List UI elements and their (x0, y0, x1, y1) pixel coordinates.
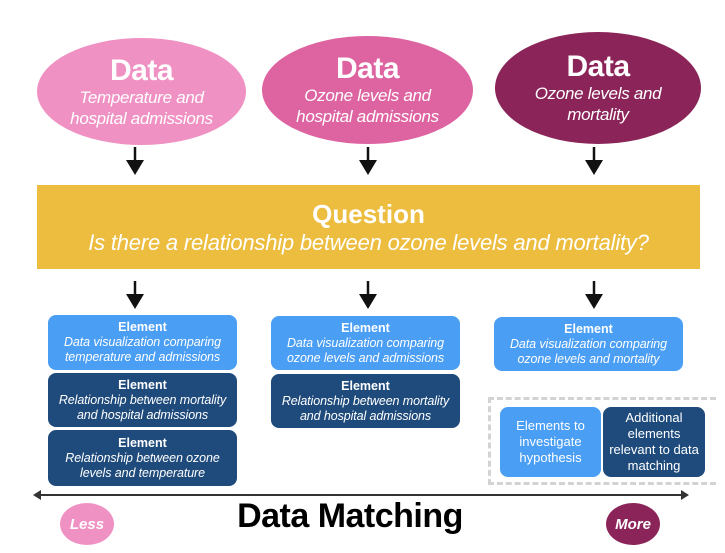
legend-additional: Additional elements relevant to data mat… (603, 407, 705, 477)
down-arrow-icon (585, 281, 603, 309)
element-line1: Data visualization comparing (63, 335, 221, 349)
data-node-line2: mortality (567, 105, 629, 124)
down-arrow-icon (359, 281, 377, 309)
element-card: Element Data visualization comparing tem… (48, 315, 237, 370)
legend-investigate-line2: investigate (519, 434, 582, 449)
element-line2: and hospital admissions (76, 407, 209, 422)
legend-additional-line2: elements (627, 426, 681, 441)
element-title: Element (564, 321, 613, 336)
data-node-line2: hospital admissions (296, 107, 439, 126)
element-line1: Relationship between mortality (281, 393, 450, 408)
legend-additional-line3: relevant to data (609, 442, 699, 457)
data-node-line2: hospital admissions (70, 108, 213, 128)
data-node-temperature-admissions: Data Temperature and hospital admissions (37, 38, 246, 145)
data-node-line1: Temperature and (79, 87, 204, 107)
data-node-line1: Ozone levels and (304, 86, 431, 105)
down-arrow-icon (359, 147, 377, 175)
legend-box (488, 397, 716, 485)
legend-investigate-line3: hypothesis (519, 450, 582, 465)
legend-additional-line1: Additional (625, 410, 683, 425)
element-card: Element Relationship between ozone level… (48, 430, 237, 486)
data-node-title: Data (335, 52, 400, 85)
question-box: Question Is there a relationship between… (37, 185, 700, 269)
element-card: Element Data visualization comparing ozo… (494, 317, 683, 371)
down-arrow-icon (126, 147, 144, 175)
element-line2: ozone levels and mortality (517, 351, 660, 366)
data-matching-axis (36, 494, 684, 496)
element-line1: Relationship between mortality (58, 392, 227, 407)
data-node-ozone-mortality: Data Ozone levels and mortality (495, 32, 701, 144)
legend-investigate-line1: Elements to (516, 418, 585, 433)
axis-right-arrowhead (681, 490, 689, 500)
element-title: Element (118, 320, 167, 334)
element-title: Element (118, 377, 167, 392)
data-node-title: Data (566, 50, 630, 83)
element-card: Element Relationship between mortality a… (271, 374, 460, 428)
down-arrow-icon (126, 281, 144, 309)
data-node-line1: Ozone levels and (534, 84, 662, 103)
element-title: Element (341, 320, 390, 335)
legend-investigate: Elements to investigate hypothesis (500, 407, 601, 477)
element-title: Element (341, 378, 390, 393)
element-line1: Data visualization comparing (286, 335, 444, 350)
element-line2: levels and temperature (80, 465, 205, 480)
element-line2: and hospital admissions (299, 408, 432, 423)
question-title: Question (312, 199, 425, 229)
question-text: Is there a relationship between ozone le… (88, 230, 649, 255)
data-node-ozone-admissions: Data Ozone levels and hospital admission… (262, 36, 473, 144)
element-line2: ozone levels and admissions (286, 350, 445, 365)
element-line1: Data visualization comparing (509, 336, 667, 351)
data-node-title: Data (109, 53, 174, 87)
legend-additional-line4: matching (627, 458, 681, 473)
down-arrow-icon (585, 147, 603, 175)
element-title: Element (118, 435, 167, 450)
element-card: Element Data visualization comparing ozo… (271, 316, 460, 370)
element-card: Element Relationship between mortality a… (48, 373, 237, 427)
element-line2: temperature and admissions (64, 350, 221, 364)
element-line1: Relationship between ozone (65, 450, 220, 465)
less-badge: Less (60, 503, 114, 545)
data-matching-title: Data Matching (237, 497, 463, 535)
more-badge: More (606, 503, 660, 545)
